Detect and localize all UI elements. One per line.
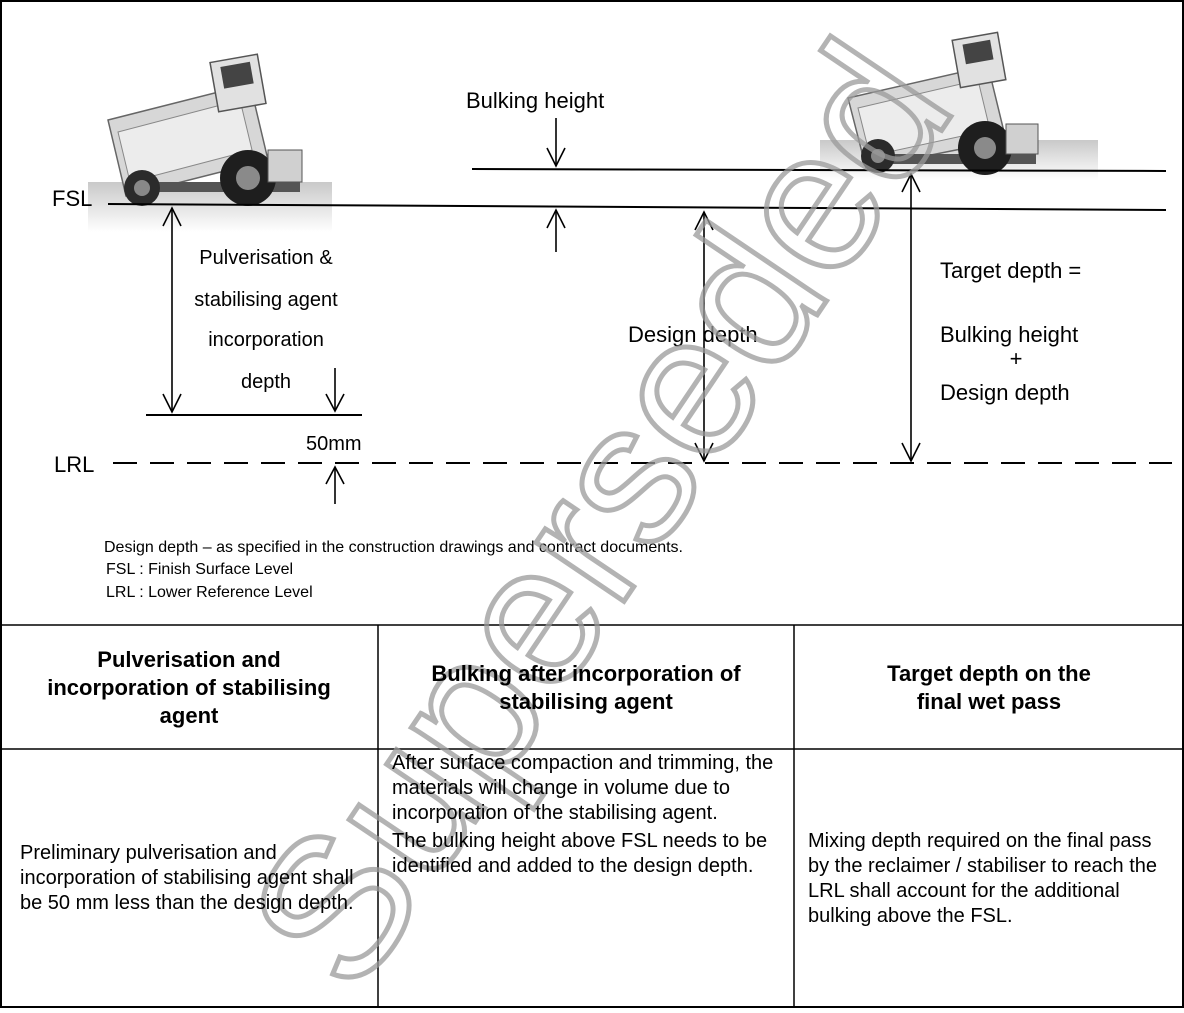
cell-bulking-text-2: The bulking height above FSL needs to be… [392, 830, 768, 877]
header-target-depth: Target depth on the final wet pass [887, 661, 1091, 714]
reclaimer-machine-right-icon [820, 31, 1098, 180]
pulverisation-label-line-2: stabilising agent [194, 289, 338, 311]
bulking-height-arrow-down [546, 118, 566, 168]
bulking-height-label: Bulking height [466, 88, 604, 113]
design-depth-arrow [694, 210, 714, 463]
bulking-height-arrow-up [546, 208, 566, 252]
design-depth-label: Design depth [628, 322, 758, 347]
incorporation-offset-arrow-down [325, 368, 345, 413]
note-lrl: LRL : Lower Reference Level [106, 584, 313, 601]
offset-50mm-label: 50mm [306, 433, 362, 455]
cell-pulverisation: Preliminary pulverisation and incorporat… [0, 751, 378, 1006]
target-formula-plus: + [1010, 346, 1023, 371]
header-bulking: Bulking after incorporation of stabilisi… [431, 661, 741, 714]
fsl-label: FSL [52, 186, 92, 211]
bulked-surface-line [471, 168, 1167, 172]
pulverisation-label-line-1: Pulverisation & [199, 247, 333, 269]
fsl-line [107, 203, 1167, 211]
pulverisation-depth-label: Pulverisation & stabilising agent incorp… [194, 247, 338, 393]
incorporation-offset-arrow-up [325, 465, 345, 504]
cell-target-depth: Mixing depth required on the final pass … [794, 751, 1184, 1006]
cell-bulking-text-1: After surface compaction and trimming, t… [392, 752, 774, 824]
pulverisation-depth-arrow [162, 206, 182, 414]
note-design-depth: Design depth – as specified in the const… [104, 539, 683, 556]
header-pulverisation: Pulverisation and incorporation of stabi… [47, 647, 331, 728]
target-depth-formula: Target depth = Bulking height + Design d… [940, 258, 1081, 405]
cell-pulverisation-text: Preliminary pulverisation and incorporat… [20, 842, 354, 914]
note-fsl: FSL : Finish Surface Level [106, 561, 293, 578]
pulverisation-label-line-4: depth [241, 371, 291, 393]
target-depth-arrow [901, 172, 921, 463]
reclaimer-machine-left-icon [88, 53, 332, 232]
cell-bulking: After surface compaction and trimming, t… [378, 751, 794, 1006]
cell-target-depth-text: Mixing depth required on the final pass … [808, 829, 1158, 927]
target-formula-line-1: Target depth = [940, 258, 1081, 283]
lrl-label: LRL [54, 452, 94, 477]
target-formula-line-3: Design depth [940, 380, 1070, 405]
definition-notes: Design depth – as specified in the const… [104, 539, 683, 601]
pulverisation-label-line-3: incorporation [208, 329, 324, 351]
target-formula-line-2: Bulking height [940, 322, 1078, 347]
